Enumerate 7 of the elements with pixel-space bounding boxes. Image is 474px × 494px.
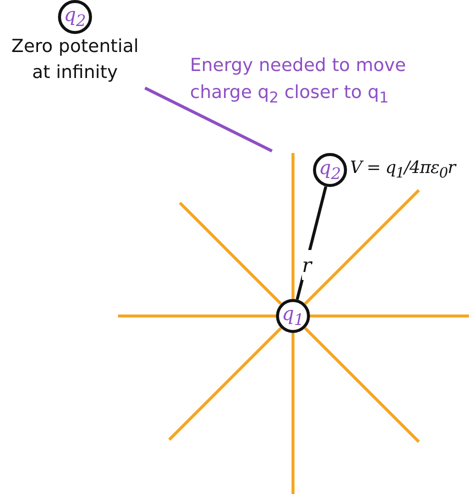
formula-text: V = q$_{1}$/4πε$_{0}$r	[350, 157, 456, 184]
edge-label: r	[302, 250, 312, 280]
charge-circle: q$_{2}$	[313, 153, 347, 187]
charge-circle: q$_{2}$	[58, 0, 92, 34]
charge-circle: q$_{1}$	[276, 299, 310, 333]
caption-text: Zero potential at infinity	[10, 35, 140, 86]
connector-line	[144, 86, 273, 152]
